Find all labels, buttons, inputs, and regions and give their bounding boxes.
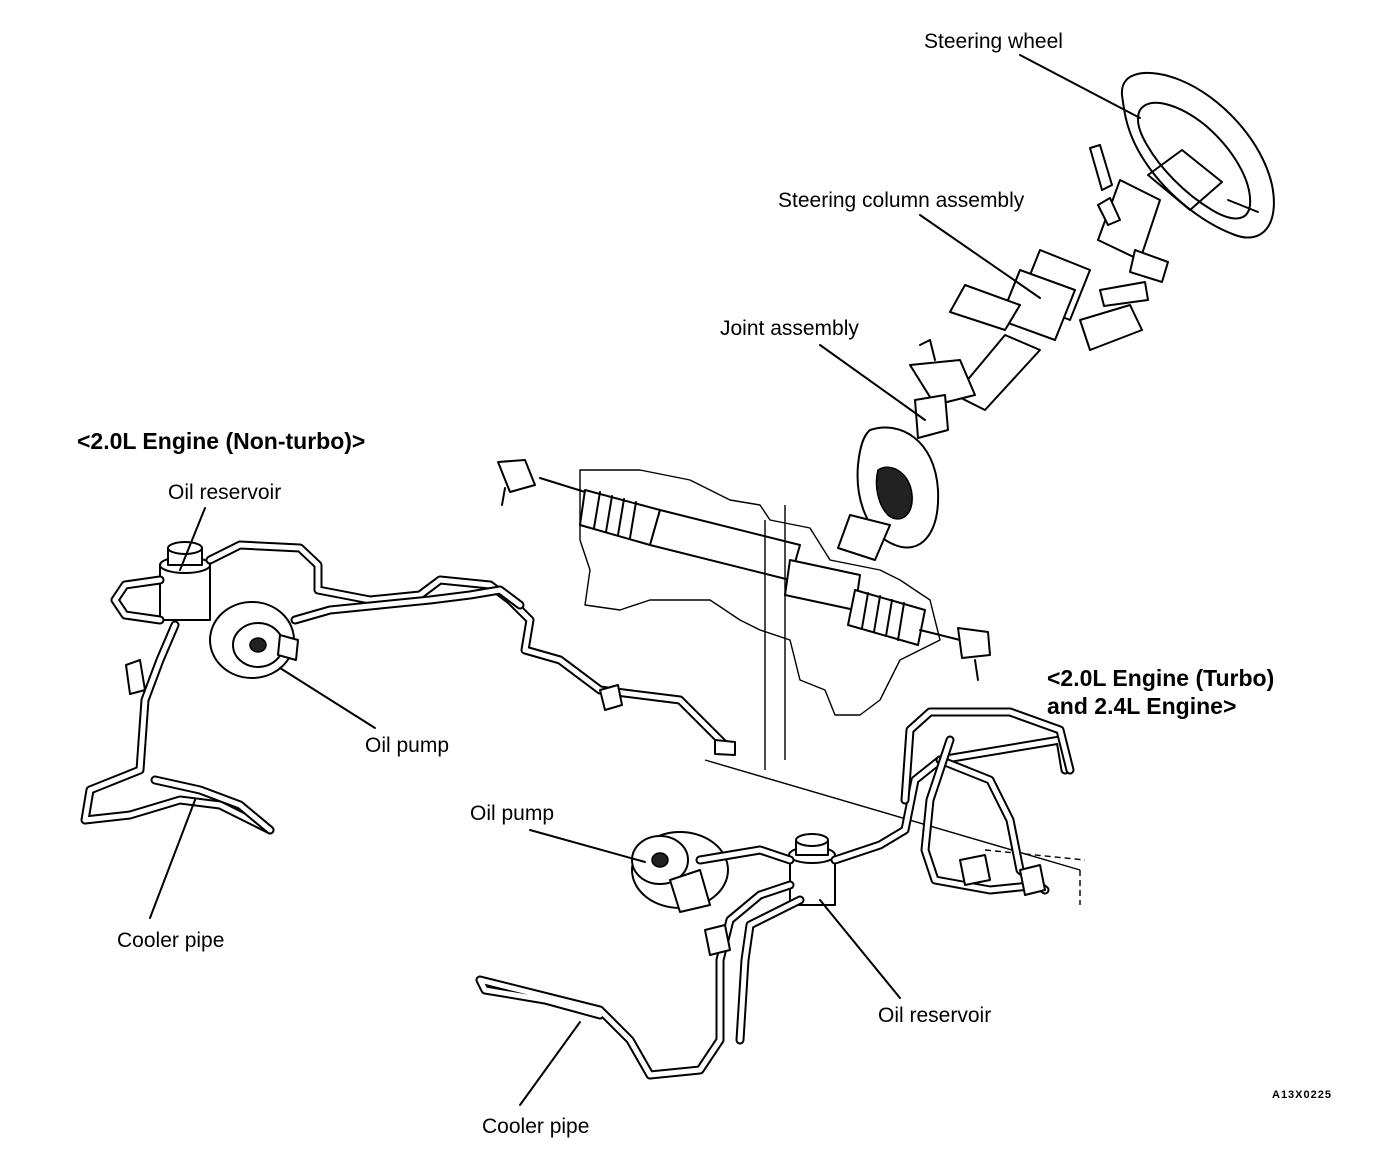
heading-engine-turbo-line1: <2.0L Engine (Turbo)	[1047, 665, 1275, 691]
left-system-drawing	[80, 540, 736, 835]
label-oil-pump-left: Oil pump	[365, 734, 450, 757]
figure-code: A13X0225	[1272, 1089, 1332, 1101]
leader-cooler-pipe-right	[519, 1021, 581, 1106]
leader-oil-reservoir-left	[179, 507, 206, 571]
steering-wheel-drawing	[1089, 71, 1275, 239]
leader-steering-column	[919, 214, 1041, 299]
steering-column-drawing	[909, 179, 1169, 411]
leader-oil-reservoir-right	[819, 899, 901, 999]
leader-oil-pump-left	[279, 667, 376, 729]
leader-joint-assembly	[819, 344, 926, 421]
joint-assembly-drawing	[837, 394, 949, 561]
leader-lines	[149, 54, 1141, 1106]
leader-steering-wheel	[1019, 54, 1141, 119]
leader-cooler-pipe-left	[149, 799, 196, 919]
steering-gear-drawing	[497, 459, 991, 716]
label-cooler-pipe-right: Cooler pipe	[482, 1115, 590, 1138]
label-oil-reservoir-right: Oil reservoir	[878, 1004, 992, 1027]
label-steering-wheel: Steering wheel	[924, 30, 1063, 53]
leader-oil-pump-right	[529, 829, 646, 863]
label-joint-assembly: Joint assembly	[720, 317, 859, 340]
label-steering-column: Steering column assembly	[778, 189, 1025, 212]
heading-engine-turbo-line2: and 2.4L Engine>	[1047, 693, 1237, 719]
right-system-drawing	[475, 707, 1075, 1080]
label-oil-pump-right: Oil pump	[470, 802, 555, 825]
label-oil-reservoir-left: Oil reservoir	[168, 481, 282, 504]
heading-engine-nonturbo: <2.0L Engine (Non-turbo)>	[77, 428, 366, 454]
label-cooler-pipe-left: Cooler pipe	[117, 929, 225, 952]
